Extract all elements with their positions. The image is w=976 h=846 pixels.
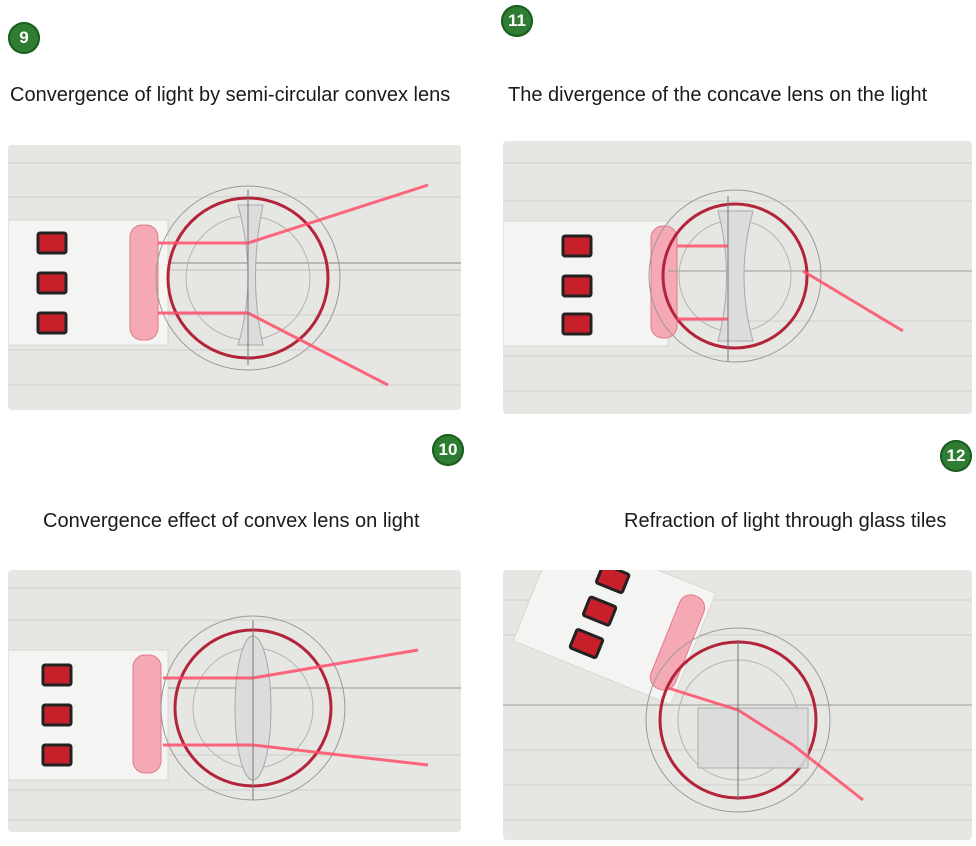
switch-icon	[41, 663, 73, 767]
switch-icon	[561, 234, 593, 336]
switch-icon	[568, 570, 631, 659]
panel-number-badge: 12	[940, 440, 972, 472]
panel-number-badge: 10	[432, 434, 464, 466]
panel-caption: Convergence effect of convex lens on lig…	[43, 510, 420, 532]
panel-caption: The divergence of the concave lens on th…	[508, 84, 928, 106]
optics-photo-glass-tile	[503, 570, 972, 840]
optics-bench-illustration	[503, 570, 972, 840]
optics-photo-convex-lens	[8, 570, 461, 832]
panel-number-badge: 11	[501, 5, 533, 37]
panel-number-badge: 9	[8, 22, 40, 54]
optics-bench-illustration	[503, 141, 972, 414]
panel-caption: Convergence of light by semi-circular co…	[10, 84, 451, 106]
optics-photo-concave-lens	[503, 141, 972, 414]
optics-photo-semicircular-convex	[8, 145, 461, 410]
optics-bench-illustration	[8, 145, 461, 410]
panel-caption: Refraction of light through glass tiles	[624, 510, 947, 532]
switch-icon	[36, 231, 68, 335]
optics-bench-illustration	[8, 570, 461, 832]
